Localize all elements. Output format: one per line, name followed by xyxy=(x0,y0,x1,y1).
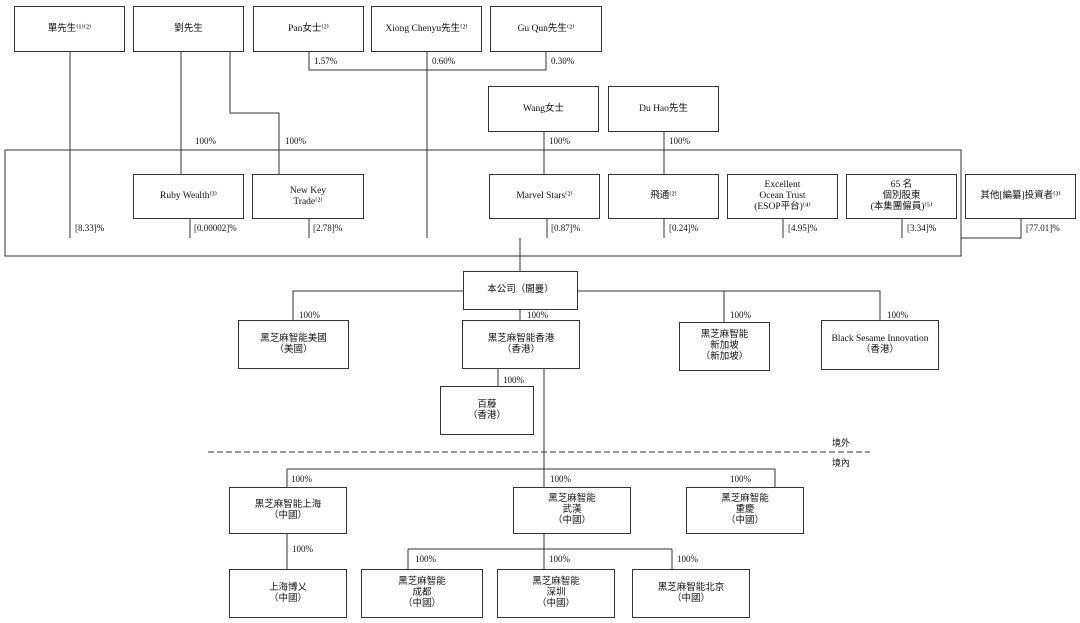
shareholder-shan: 單先生⁽¹⁾⁽²⁾ xyxy=(14,6,125,52)
subsidiary-us: 黑芝麻智能美國 （美國） xyxy=(238,320,349,369)
subsidiary-singapore: 黑芝麻智能 新加坡 （新加坡） xyxy=(679,322,770,371)
pct-liu-newkey: 100% xyxy=(284,136,307,146)
shareholder-xiong: Xiong Chenyu先生⁽²⁾ xyxy=(371,6,482,52)
subsidiary-baiteng: 百藤 （香港） xyxy=(440,386,534,435)
entity-65-individual-shareholders: 65 名 個別股東 (本集團僱員)⁽⁵⁾ xyxy=(846,174,957,219)
shareholder-du: Du Hao先生 xyxy=(608,86,719,132)
pct-beijing: 100% xyxy=(676,554,699,564)
pct-pan: 1.57% xyxy=(313,56,339,66)
subsidiary-beijing: 黑芝麻智能北京 （中國） xyxy=(632,569,750,618)
pct-xiong: 0.60% xyxy=(431,56,457,66)
subsidiary-black-sesame-innovation: Black Sesame Innovation （香港） xyxy=(821,320,939,370)
zone-offshore: 境外 xyxy=(832,438,851,448)
entity-ruby-wealth: Ruby Wealth⁽³⁾ xyxy=(133,174,244,219)
entity-feitong: 飛通⁽²⁾ xyxy=(608,174,719,219)
subsidiary-shanghai: 黑芝麻智能上海 （中國） xyxy=(229,487,347,534)
pct-liu-ruby: 100% xyxy=(194,136,217,146)
hold-shan: [8.33]% xyxy=(74,223,106,233)
company-cayman: 本公司（開曼） xyxy=(463,271,578,310)
pct-bsi: 100% xyxy=(886,310,909,320)
shareholder-pan: Pan女士⁽²⁾ xyxy=(253,6,364,52)
subsidiary-shenzhen: 黑芝麻智能 深圳 （中國） xyxy=(497,569,615,618)
pct-wuhan: 100% xyxy=(549,474,572,484)
subsidiary-hong-kong: 黑芝麻智能香港 （香港） xyxy=(462,320,580,369)
shareholder-liu: 劉先生 xyxy=(133,6,244,52)
hold-excellent: [4.95]% xyxy=(787,223,819,233)
pct-boyi: 100% xyxy=(291,544,314,554)
zone-onshore: 境內 xyxy=(832,458,851,468)
shareholder-gu: Gu Qun先生⁽²⁾ xyxy=(490,6,602,52)
entity-marvel-stars: Marvel Stars⁽²⁾ xyxy=(489,174,600,219)
pct-chongqing: 100% xyxy=(729,474,752,484)
pct-shenzhen: 100% xyxy=(548,554,571,564)
hold-sixtyfive: [3.34]% xyxy=(906,223,938,233)
pct-us: 100% xyxy=(298,310,321,320)
subsidiary-chongqing: 黑芝麻智能 重慶 （中國） xyxy=(686,487,804,534)
pct-shanghai: 100% xyxy=(290,474,313,484)
hold-ruby: [0.00002]% xyxy=(193,223,238,233)
hold-newkey: [2.78]% xyxy=(312,223,344,233)
pct-baiteng: 100% xyxy=(502,375,525,385)
subsidiary-wuhan: 黑芝麻智能 武漢 （中國） xyxy=(513,487,631,534)
hold-feitong: [0.24]% xyxy=(668,223,700,233)
hold-marvel: [0.87]% xyxy=(550,223,582,233)
pct-gu: 0.30% xyxy=(550,56,576,66)
entity-excellent-ocean-trust: Excellent Ocean Trust (ESOP平台)⁽⁴⁾ xyxy=(727,174,838,219)
pct-hk: 100% xyxy=(526,310,549,320)
hold-others: [77.01]% xyxy=(1025,223,1061,233)
pct-wang: 100% xyxy=(548,136,571,146)
entity-new-key-trade: New Key Trade⁽²⁾ xyxy=(252,174,364,219)
pct-sg: 100% xyxy=(729,310,752,320)
subsidiary-shanghai-boyi: 上海博乂 （中國） xyxy=(229,569,347,618)
pct-du: 100% xyxy=(668,136,691,146)
subsidiary-chengdu: 黑芝麻智能 成都 （中國） xyxy=(361,569,483,618)
entity-other-investors: 其他[編纂]投資者⁽³⁾ xyxy=(965,174,1076,219)
pct-chengdu: 100% xyxy=(414,554,437,564)
shareholder-wang: Wang女士 xyxy=(488,86,599,132)
